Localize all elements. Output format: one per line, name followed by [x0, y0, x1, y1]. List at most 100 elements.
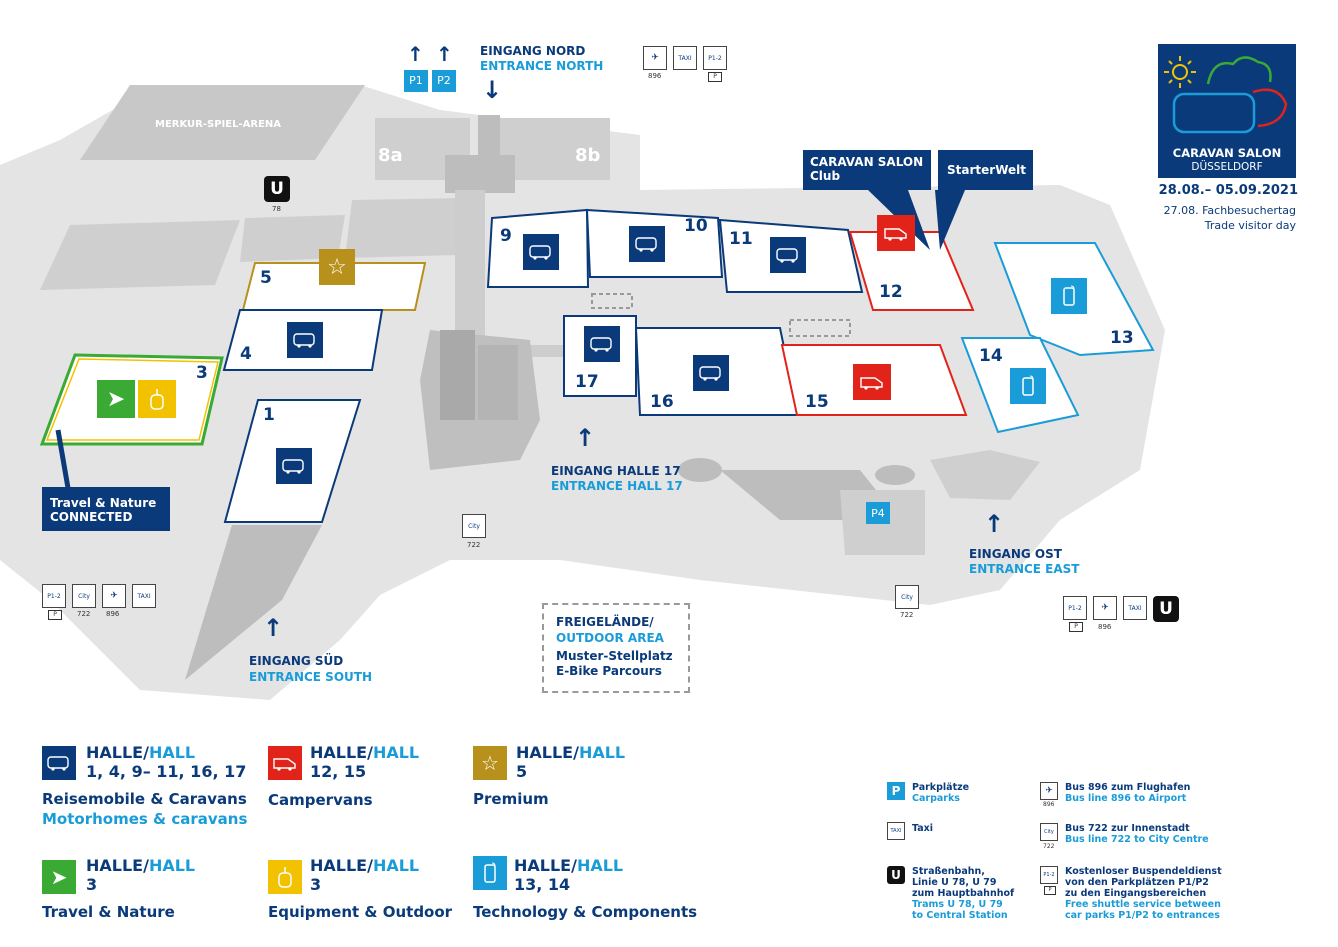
- legend-halle: HALLE: [310, 856, 368, 875]
- logo-name-line1: CARAVAN SALON: [1172, 146, 1282, 160]
- arrow-up-east-icon: ↑: [984, 510, 1005, 538]
- office-tower-top2: [478, 345, 518, 420]
- motorhome-icon: [523, 234, 559, 270]
- merkur-spiel-arena: [80, 85, 365, 160]
- grey-block-west2: [240, 215, 345, 262]
- city-label-center: City: [468, 522, 480, 530]
- campervan-icon: [853, 364, 891, 400]
- hall-3-number: 3: [196, 363, 208, 383]
- entrance-hall17-de: EINGANG HALLE 17: [551, 464, 681, 478]
- smartphone-icon: [1010, 368, 1046, 404]
- parking-p2-badge: P2: [432, 70, 456, 92]
- hall-5-shape: [241, 262, 427, 311]
- outdoor-area-box: FREIGELÄNDE/ OUTDOOR AREA Muster-Stellpl…: [542, 603, 690, 693]
- bus-city-icon: City: [462, 514, 486, 538]
- hall-15-number: 15: [805, 392, 829, 412]
- outdoor-line2: E-Bike Parcours: [556, 664, 662, 678]
- motorhome-icon: [287, 322, 323, 358]
- svc-parking-de: Parkplätze: [912, 782, 970, 793]
- city-label-sw: City: [78, 592, 90, 600]
- bus722-number-east: 722: [900, 611, 914, 619]
- office-tower-top: [440, 330, 475, 420]
- travel-callout: Travel & Nature CONNECTED: [42, 487, 170, 531]
- legend-slash: /: [573, 743, 579, 762]
- p-small-sw: P: [48, 610, 62, 620]
- svc-shuttle-icon-label: P1-2: [1043, 872, 1055, 878]
- entrance-hall17-en: ENTRANCE HALL 17: [551, 479, 683, 493]
- svc-bus896-en: Bus line 896 to Airport: [1065, 793, 1187, 804]
- svc-tram-de-3: zum Hauptbahnhof: [912, 888, 1015, 899]
- entrance-north-en: ENTRANCE NORTH: [480, 59, 604, 73]
- svc-bus896-text: Bus 896 zum Flughafen Bus line 896 to Ai…: [1065, 782, 1190, 804]
- hall-8a-label: 8a: [378, 145, 403, 166]
- svc-bus722-de: Bus 722 zur Innenstadt: [1065, 823, 1190, 834]
- travel-callout-line2: CONNECTED: [50, 510, 133, 524]
- svc-taxi-icon-label: TAXI: [890, 828, 902, 834]
- taxi-label: TAXI: [678, 54, 692, 62]
- legend-campervan-icon: [268, 746, 302, 780]
- svc-taxi-icon: TAXI: [887, 822, 905, 840]
- svc-tram-en-1: Trams U 78, U 79: [912, 899, 1003, 910]
- parking-p1-badge: P1: [404, 70, 428, 92]
- u78-number: 78: [272, 205, 281, 213]
- bus722-number-center: 722: [467, 541, 481, 549]
- connector-north: [445, 155, 515, 193]
- legend-item-equipment: HALLE/HALL 3: [310, 856, 419, 894]
- logo-dates: 28.08.– 05.09.2021: [1158, 183, 1298, 198]
- legend-halle: HALLE: [516, 743, 574, 762]
- taxi-icon: TAXI: [673, 46, 697, 70]
- legend-hall: HALL: [576, 856, 624, 875]
- legend-slash: /: [367, 856, 373, 875]
- entrance-east-en: ENTRANCE EAST: [969, 562, 1080, 576]
- legend-halls-3: 5: [516, 762, 528, 781]
- legend-slash: /: [143, 856, 149, 875]
- entrance-east-de: EINGANG OST: [969, 547, 1062, 561]
- motorhome-icon: [629, 226, 665, 262]
- svc-tram-en-2: to Central Station: [912, 910, 1008, 921]
- motorhome-icon: [693, 355, 729, 391]
- hall-10-number: 10: [684, 216, 708, 236]
- campervan-icon: [877, 215, 915, 251]
- dashed-box-2: [789, 319, 851, 337]
- shuttle-label-sw: P1-2: [47, 592, 61, 600]
- motorhome-icon: [770, 237, 806, 273]
- legend-de-5: Equipment & Outdoor: [268, 903, 453, 921]
- svc-shuttle-en-2: car parks P1/P2 to entrances: [1065, 910, 1220, 921]
- svc-shuttle-de-2: von den Parkplätzen P1/P2: [1065, 877, 1209, 888]
- outdoor-title-en: OUTDOOR AREA: [556, 631, 664, 645]
- legend-halle: HALLE: [86, 743, 144, 762]
- starter-pointer: [935, 190, 965, 250]
- legend-de-6: Technology & Components: [473, 903, 698, 921]
- taxi-icon: TAXI: [1123, 596, 1147, 620]
- hall-4-number: 4: [240, 344, 252, 364]
- legend-hall: HALL: [372, 743, 420, 762]
- logo-name-line2: DÜSSELDORF: [1191, 161, 1263, 173]
- arena-label: MERKUR-SPIEL-ARENA: [155, 119, 282, 130]
- motorhome-icon: [276, 448, 312, 484]
- hall-9-number: 9: [500, 226, 512, 246]
- hall-8b-label: 8b: [575, 145, 601, 166]
- bus-city-icon: City: [72, 584, 96, 608]
- gas-bottle-icon: [138, 380, 176, 418]
- hall-11-number: 11: [729, 229, 753, 249]
- svc-parking-text: Parkplätze Carparks: [912, 782, 969, 804]
- travel-pointer: [55, 429, 71, 489]
- shuttle-label-north: P1-2: [708, 54, 722, 62]
- bus896-number-sw: 896: [106, 610, 120, 618]
- grey-block-west: [40, 220, 240, 290]
- entrance-north-de: EINGANG NORD: [480, 44, 586, 58]
- motorhome-icon: [584, 326, 620, 362]
- legend-halle: HALLE: [86, 856, 144, 875]
- travel-callout-line1: Travel & Nature: [50, 496, 157, 510]
- legend-item-technology: HALLE/HALL 13, 14: [514, 856, 623, 894]
- bus-airport-icon: ✈: [1093, 596, 1117, 620]
- hall-13-number: 13: [1110, 328, 1134, 348]
- entrance-south-de: EINGANG SÜD: [249, 654, 344, 668]
- svc-parking-en: Carparks: [912, 793, 960, 804]
- rotunda-2: [875, 465, 915, 485]
- outdoor-line1: Muster-Stellplatz: [556, 649, 673, 663]
- taxi-label-sw: TAXI: [137, 592, 151, 600]
- legend-hall: HALL: [372, 856, 420, 875]
- bus-airport-icon: ✈: [643, 46, 667, 70]
- svc-shuttle-text: Kostenloser Buspendeldienst von den Park…: [1065, 866, 1222, 921]
